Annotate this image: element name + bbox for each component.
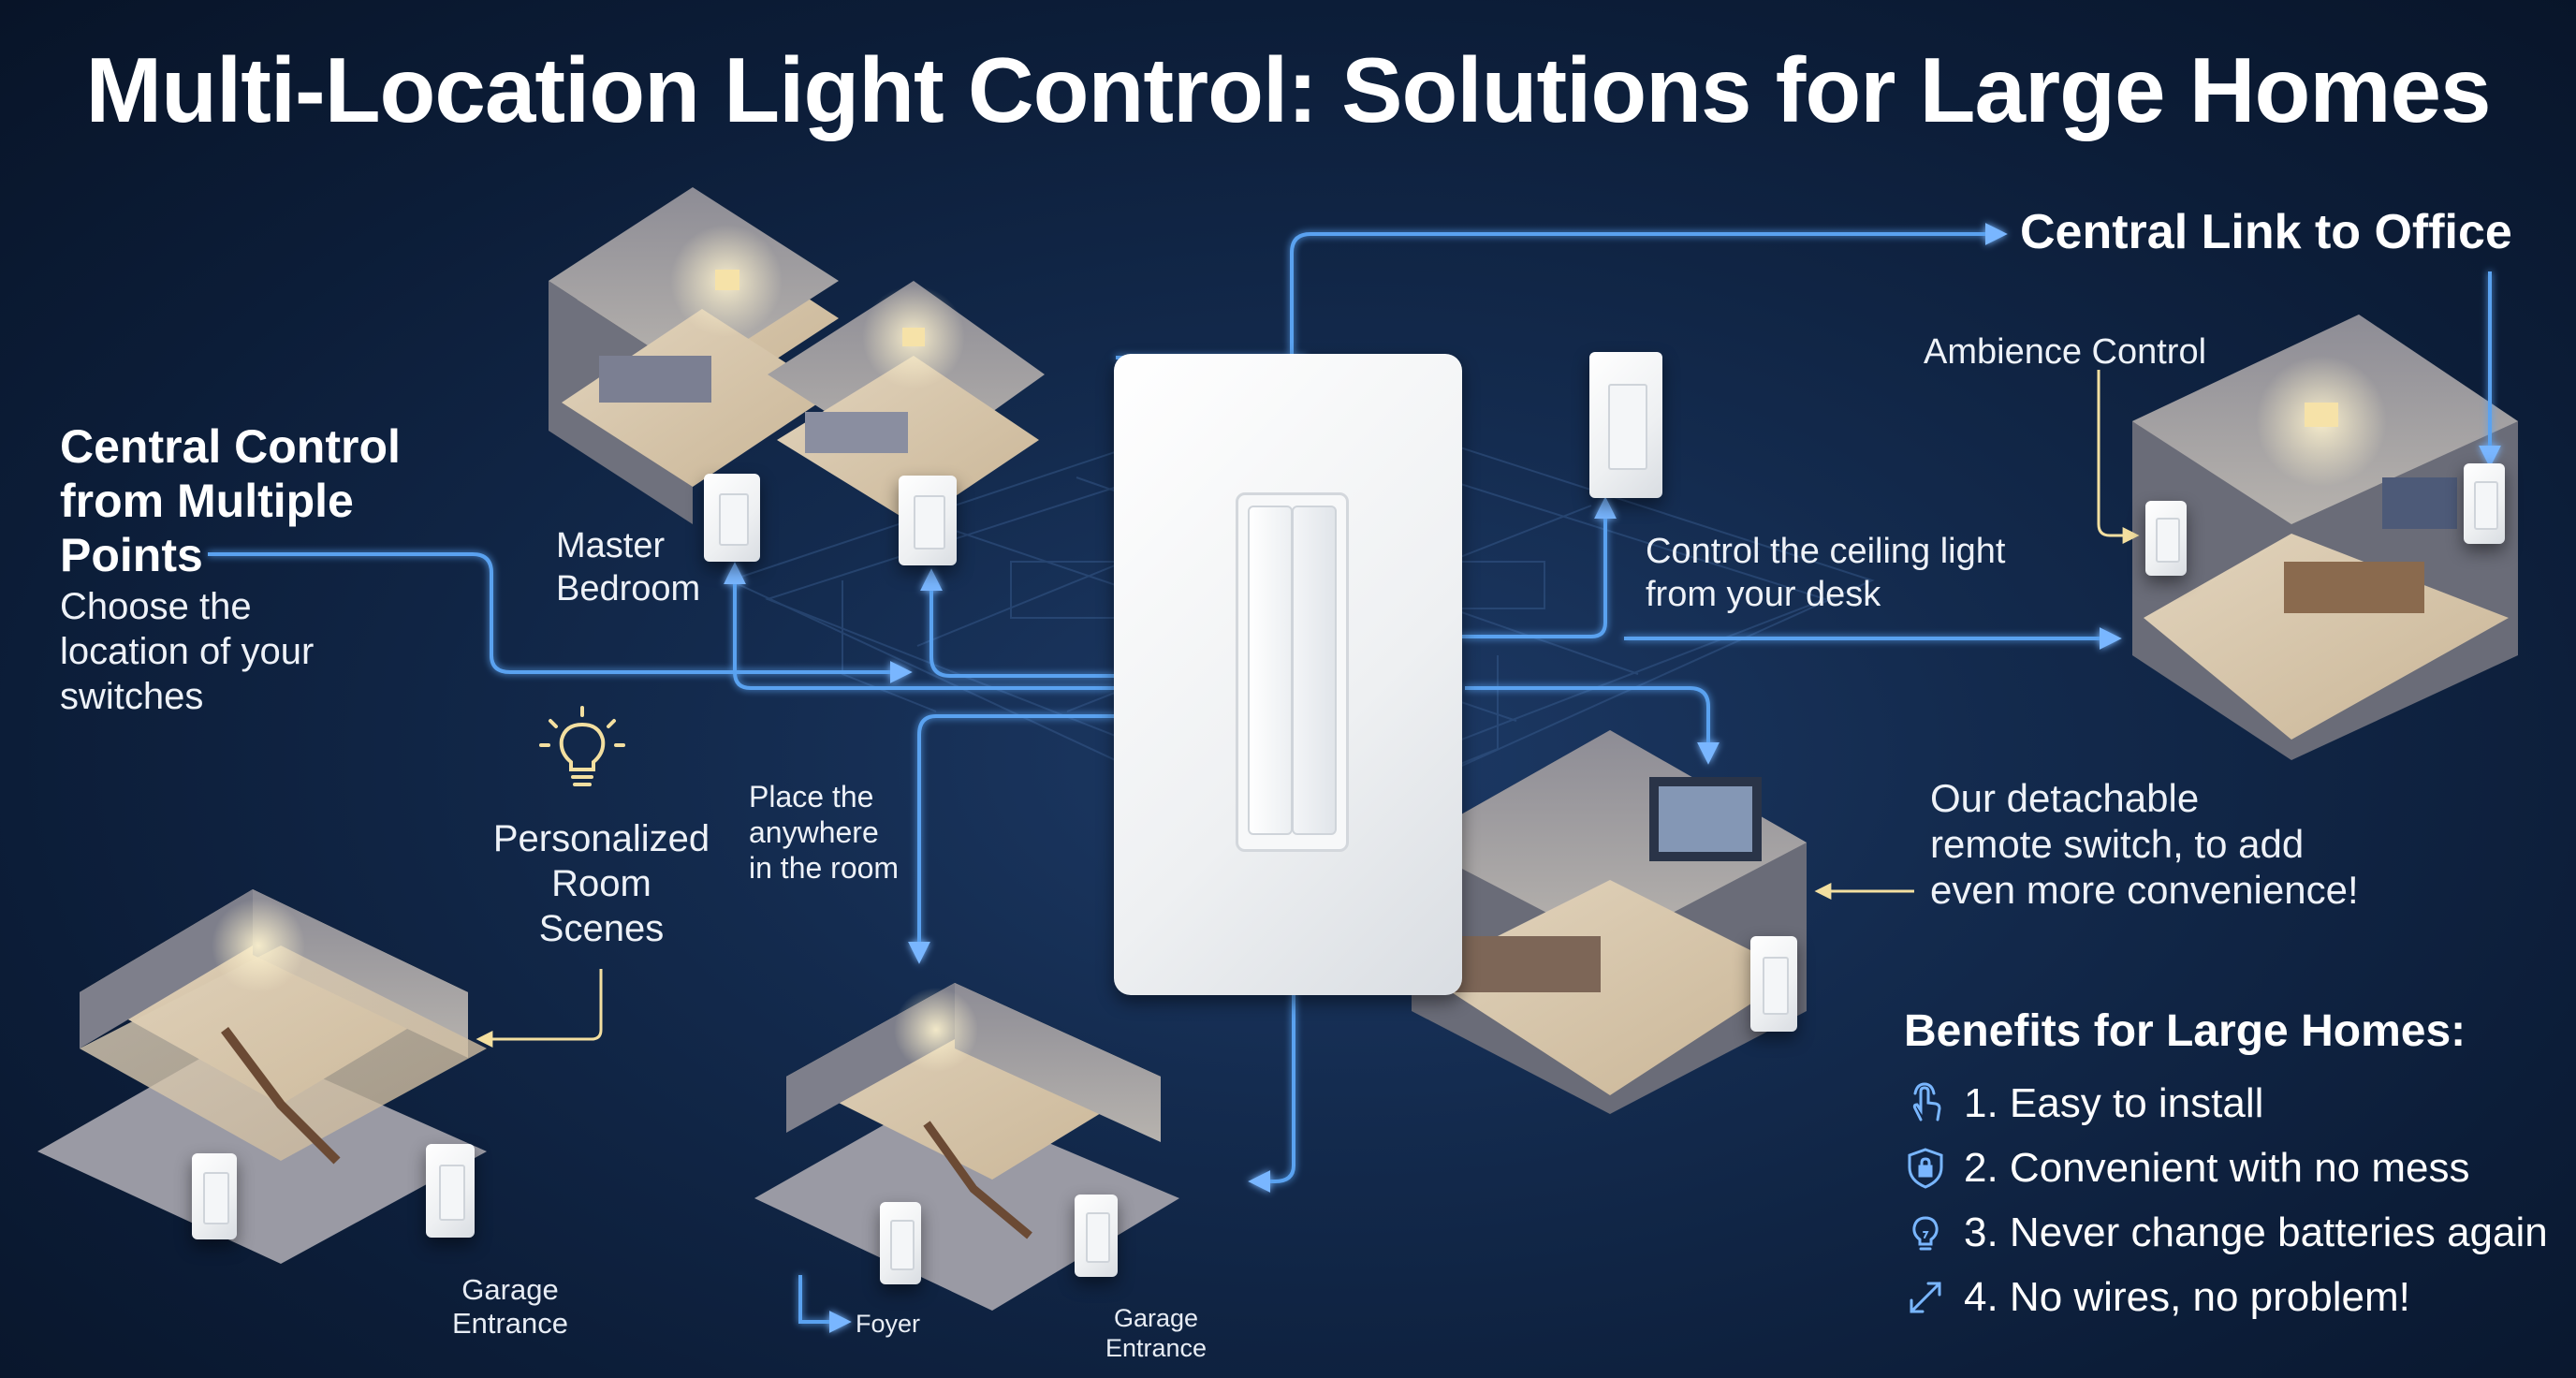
right-rocker[interactable] [1292,506,1337,835]
benefits-list: 1. Easy to install 2. Convenient with no… [1904,1071,2548,1329]
garage-entrance-label-right: Garage Entrance [1095,1303,1217,1363]
label-line: even more convenience! [1930,868,2359,912]
label-line: Bedroom [556,569,701,608]
benefit-text: 2. Convenient with no mess [1964,1144,2470,1191]
left-house-illustration [37,889,487,1264]
main-light-switch[interactable] [1114,354,1462,995]
central-control-heading: Central Control from Multiple Points [60,419,401,582]
label-line: Personalized [492,818,710,859]
description-line: location of your [60,631,315,672]
master-bedroom-illustration-1 [549,187,839,524]
expand-arrows-icon [1910,1282,1941,1312]
benefits-heading: Benefits for Large Homes: [1904,1006,2466,1056]
hand-tap-icon [1912,1081,1941,1121]
bottom-house-switch-1[interactable] [880,1202,921,1284]
left-rocker[interactable] [1248,506,1293,835]
label-line: Scenes [538,908,665,949]
benefit-item: 2. Convenient with no mess [1904,1136,2548,1200]
benefit-text: 1. Easy to install [1964,1079,2264,1126]
master-bedroom-label: Master Bedroom [556,524,700,610]
label-line: Entrance [451,1307,569,1340]
heading-line: Central Control [60,420,401,473]
heading-line: from Multiple [60,475,354,527]
benefit-item: 4. No wires, no problem! [1904,1265,2548,1329]
bottom-house-illustration [754,983,1179,1311]
bedroom-switch-1[interactable] [704,474,760,562]
central-link-label: Central Link to Office [2020,205,2512,259]
label-line: Entrance [1105,1334,1208,1362]
bedroom-switch-2[interactable] [899,476,957,565]
office-switch-left[interactable] [2145,501,2187,576]
label-line: Master [556,526,666,565]
label-line: Control the ceiling light [1646,532,2006,571]
description-line: Choose the [60,586,252,627]
ambience-control-label: Ambience Control [1924,332,2207,372]
benefit-text: 4. No wires, no problem! [1964,1273,2410,1320]
label-line: Garage [461,1273,559,1306]
office-illustration [2132,315,2518,760]
shield-lock-icon [1908,1147,1943,1189]
label-line: anywhere [749,815,879,849]
label-line: Room [551,863,651,904]
label-line: Place the [749,780,874,814]
wall-switch-floating[interactable] [1589,352,1662,498]
lightbulb-icon [539,706,625,786]
home-theater-illustration [1412,730,1807,1114]
label-line: from your desk [1646,575,1881,614]
benefit-item: 3. Never change batteries again [1904,1200,2548,1265]
central-control-description: Choose the location of your switches [60,584,314,719]
theater-detachable-switch[interactable] [1750,936,1797,1032]
description-line: switches [60,676,204,717]
personalized-scenes-label: Personalized Room Scenes [468,816,735,951]
heading-line: Points [60,529,203,581]
benefit-item: 1. Easy to install [1904,1071,2548,1136]
office-switch-right[interactable] [2464,463,2505,544]
place-anywhere-label: Place the anywhere in the room [749,779,899,886]
lightbulb-icon [1912,1215,1939,1250]
label-line: in the room [749,851,900,885]
master-bedroom-illustration-2 [768,281,1045,524]
detachable-remote-label: Our detachable remote switch, to add eve… [1930,775,2359,913]
label-line: Our detachable [1930,776,2200,820]
ceiling-light-label: Control the ceiling light from your desk [1646,530,2005,616]
bottom-house-switch-2[interactable] [1075,1195,1118,1277]
left-house-switch-1[interactable] [192,1153,237,1239]
garage-entrance-label-left: Garage Entrance [440,1273,580,1341]
left-house-switch-2[interactable] [426,1144,475,1238]
benefit-text: 3. Never change batteries again [1964,1209,2548,1255]
label-line: remote switch, to add [1930,822,2305,866]
page-title: Multi-Location Light Control: Solutions … [85,38,2491,141]
foyer-label: Foyer [856,1310,921,1338]
label-line: Garage [1113,1304,1199,1332]
